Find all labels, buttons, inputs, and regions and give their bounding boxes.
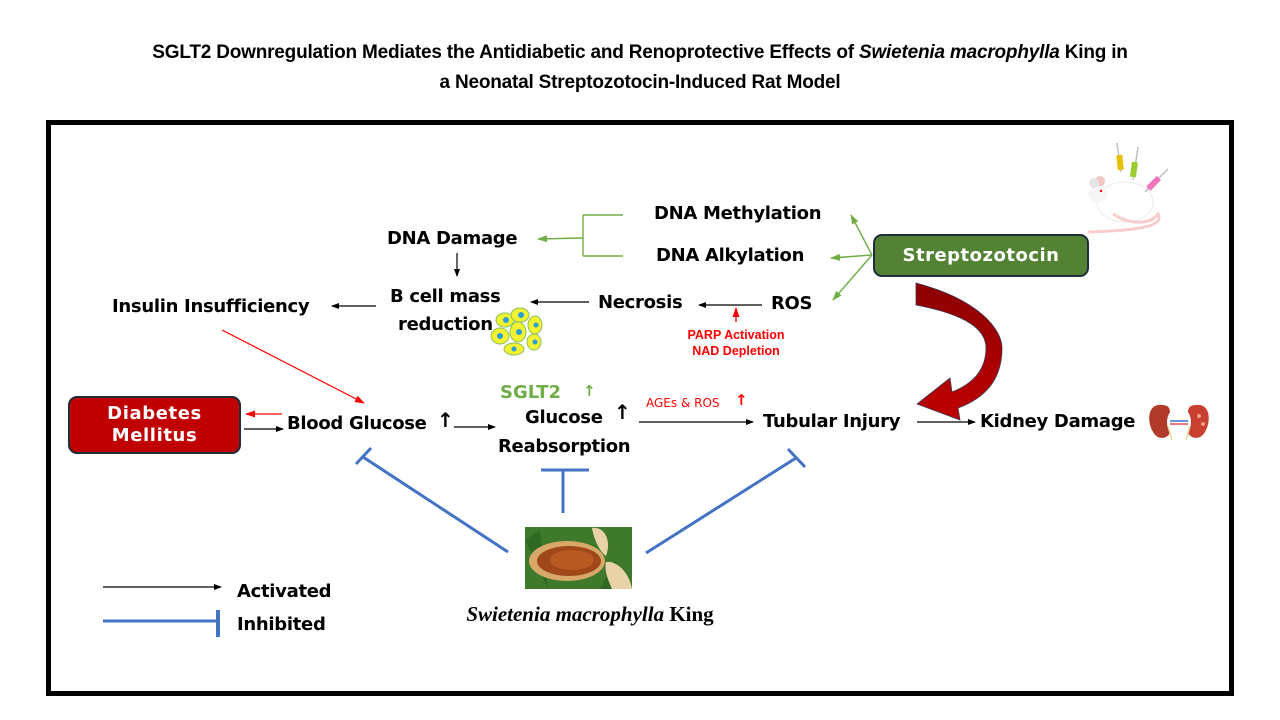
species-suffix: King bbox=[664, 602, 714, 626]
kidney-icon bbox=[1149, 404, 1209, 441]
node-glucose-reabsorption-line2: Reabsorption bbox=[498, 436, 631, 457]
arrow-insulin-to-blood-glucose bbox=[221, 329, 365, 404]
rat-with-syringes-icon bbox=[1087, 142, 1169, 234]
diagram-frame bbox=[46, 120, 1234, 696]
green-bracket-to-dna-damage bbox=[537, 214, 623, 257]
inhibit-blood-glucose bbox=[354, 446, 509, 554]
blood-glucose-up-arrow-icon: ↑ bbox=[437, 408, 454, 432]
node-dna-methylation: DNA Methylation bbox=[654, 203, 822, 224]
node-dna-damage: DNA Damage bbox=[387, 228, 518, 249]
diabetes-label-line2: Mellitus bbox=[111, 425, 198, 446]
node-necrosis: Necrosis bbox=[598, 292, 683, 313]
node-b-cell-line2: reduction bbox=[398, 314, 493, 335]
node-ros: ROS bbox=[771, 293, 813, 314]
node-tubular-injury: Tubular Injury bbox=[763, 411, 901, 432]
sglt2-up-arrow-icon: ↑ bbox=[583, 382, 596, 400]
legend-inhibited-symbol bbox=[103, 610, 220, 637]
legend-inhibited-label: Inhibited bbox=[237, 614, 326, 635]
node-b-cell-line1: B cell mass bbox=[390, 286, 501, 307]
node-sglt2: SGLT2 bbox=[500, 382, 562, 403]
beta-cells-icon bbox=[490, 307, 543, 356]
species-italic: Swietenia macrophylla bbox=[466, 602, 665, 626]
curved-arrow-streptozotocin-to-tubular bbox=[915, 282, 1003, 421]
node-kidney-damage: Kidney Damage bbox=[980, 411, 1136, 432]
figure-title-line-1: SGLT2 Downregulation Mediates the Antidi… bbox=[40, 42, 1240, 64]
node-diabetes-mellitus: Diabetes Mellitus bbox=[68, 396, 241, 454]
streptozotocin-green-arrows bbox=[830, 214, 873, 301]
note-ages-ros: AGEs & ROS bbox=[646, 396, 720, 410]
node-streptozotocin: Streptozotocin bbox=[873, 234, 1089, 277]
species-label: Swietenia macrophylla King bbox=[420, 602, 760, 627]
mahogany-seed-pod-image bbox=[525, 527, 632, 589]
inhibit-tubular-injury bbox=[645, 447, 807, 555]
diabetes-label-line1: Diabetes bbox=[107, 403, 202, 425]
note-nad-depletion: NAD Depletion bbox=[692, 344, 780, 358]
title-text-suffix: King in bbox=[1059, 42, 1128, 63]
title-species-italic: Swietenia macrophylla bbox=[858, 42, 1060, 63]
node-dna-alkylation: DNA Alkylation bbox=[656, 245, 805, 266]
figure-title-line-2: a Neonatal Streptozotocin-Induced Rat Mo… bbox=[439, 72, 841, 93]
legend-activated-label: Activated bbox=[237, 581, 332, 602]
reabsorption-up-arrow-icon: ↑ bbox=[614, 400, 631, 424]
node-insulin-insufficiency: Insulin Insufficiency bbox=[112, 296, 310, 317]
node-glucose-reabsorption-line1: Glucose bbox=[525, 407, 603, 428]
note-parp-activation: PARP Activation bbox=[687, 328, 785, 342]
title-text: SGLT2 Downregulation Mediates the Antidi… bbox=[152, 42, 859, 63]
node-blood-glucose: Blood Glucose bbox=[287, 413, 427, 434]
inhibit-glucose-reabsorption bbox=[541, 468, 589, 513]
ages-ros-up-arrow-icon: ↑ bbox=[735, 391, 748, 409]
streptozotocin-label: Streptozotocin bbox=[902, 244, 1060, 266]
